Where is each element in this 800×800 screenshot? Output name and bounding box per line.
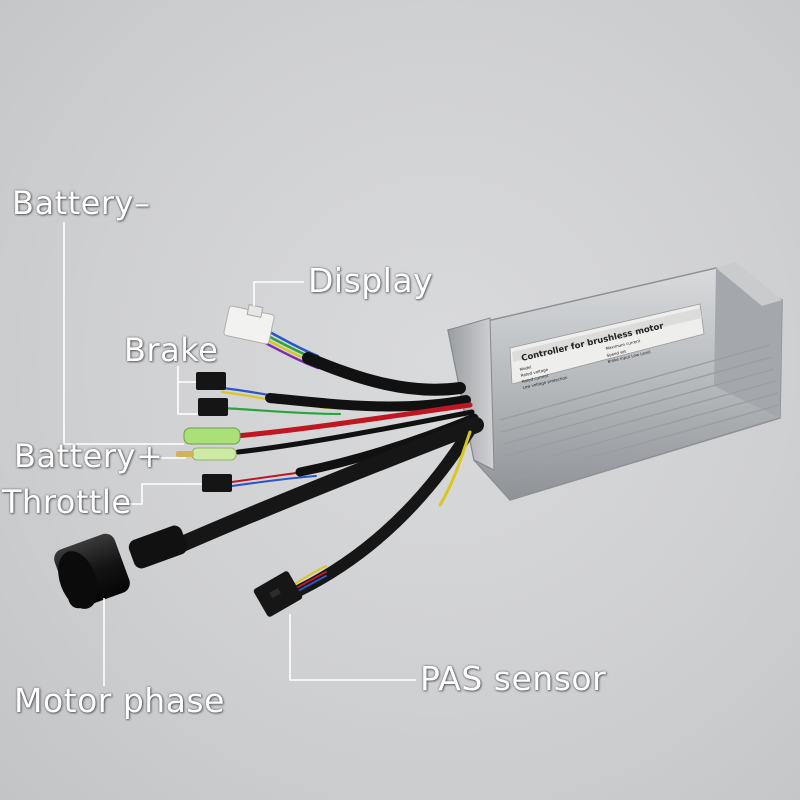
callout-line-brake bbox=[177, 366, 198, 415]
callout-line-throttle bbox=[128, 483, 202, 505]
wire-bundle bbox=[172, 316, 484, 599]
callout-throttle: Throttle bbox=[2, 483, 132, 521]
callout-battery-minus: Battery– bbox=[12, 184, 151, 222]
label-plate: Controller for brushless motor Model Max… bbox=[509, 303, 705, 390]
callout-line-pas bbox=[289, 614, 416, 681]
controller-housing bbox=[447, 262, 783, 501]
callout-line-battery-minus bbox=[63, 222, 184, 445]
plate-row1-left: Model bbox=[519, 364, 532, 372]
plate-row3-left: Rated current bbox=[521, 373, 549, 384]
plate-row2-left: Rated voltage bbox=[520, 367, 549, 378]
callout-battery-plus: Battery+ bbox=[14, 437, 164, 475]
battery-connectors bbox=[176, 427, 241, 461]
throttle-connector bbox=[202, 474, 232, 492]
motor-phase-plug bbox=[54, 525, 188, 609]
callout-display: Display bbox=[308, 261, 434, 300]
callout-brake: Brake bbox=[124, 331, 219, 369]
pas-sensor-connector bbox=[253, 571, 303, 617]
brake-connectors bbox=[196, 372, 228, 416]
callout-pas-sensor: PAS sensor bbox=[420, 659, 607, 698]
display-connector bbox=[223, 304, 275, 345]
callout-lines bbox=[63, 222, 416, 686]
plate-row2-right: Speed set bbox=[606, 349, 627, 358]
callout-line-display bbox=[253, 281, 304, 306]
callout-motor-phase: Motor phase bbox=[14, 681, 225, 720]
